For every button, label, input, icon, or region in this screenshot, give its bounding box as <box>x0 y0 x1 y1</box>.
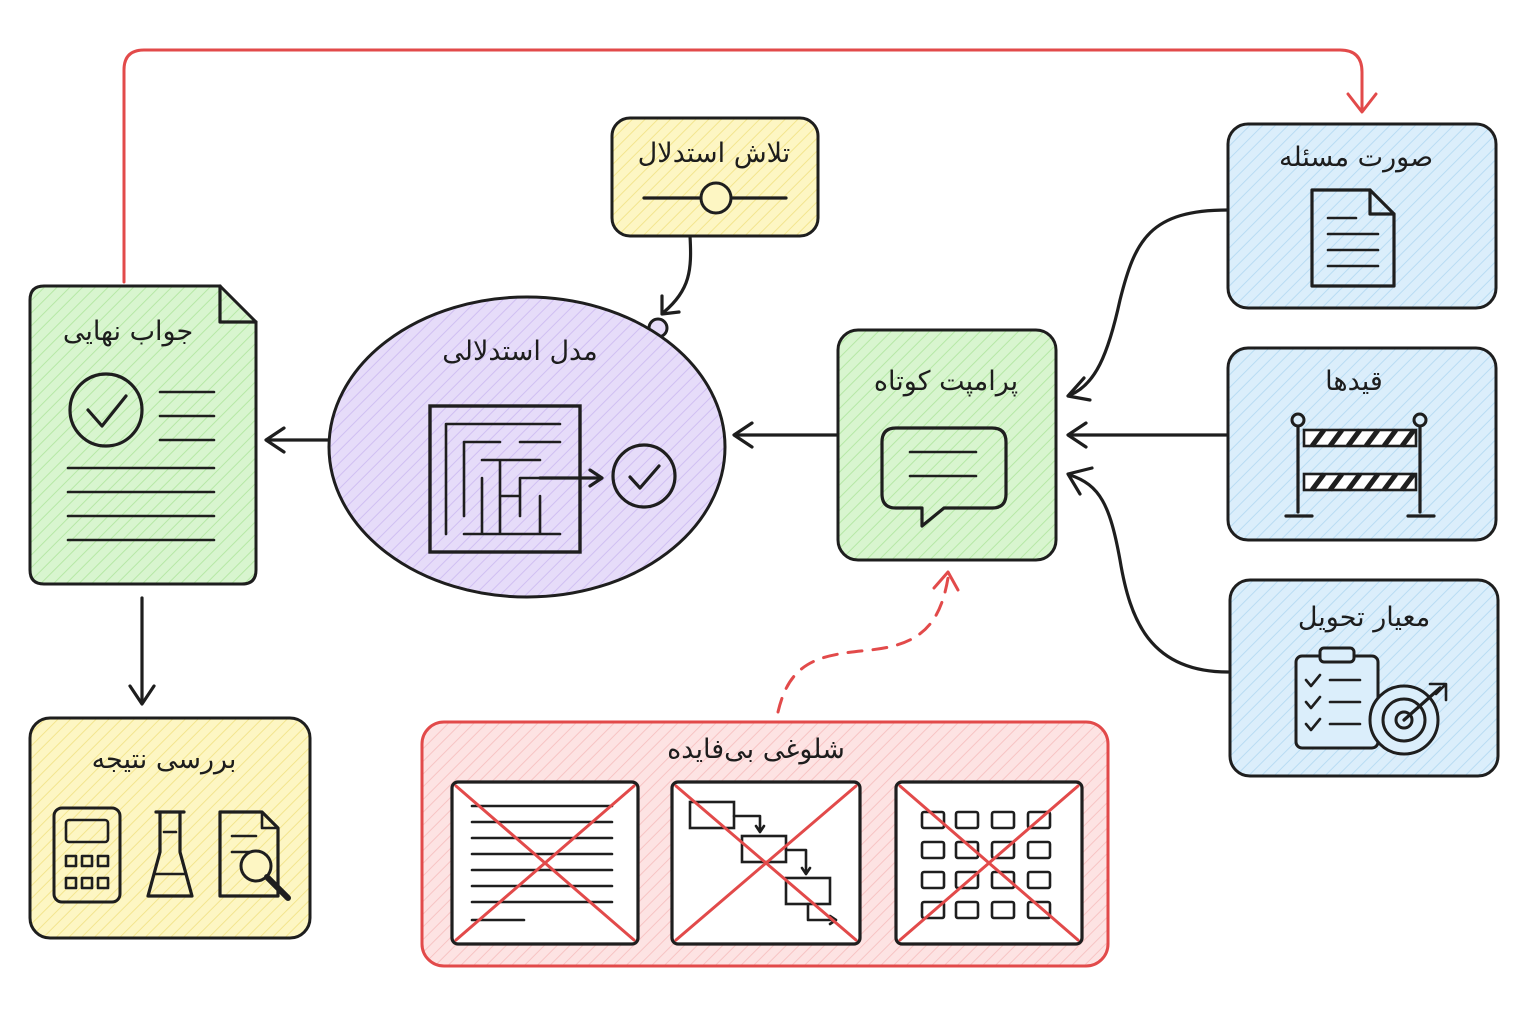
crossed-flowchart-icon <box>670 780 862 946</box>
arrowhead-problem <box>1066 376 1092 402</box>
arrowhead-model <box>264 426 286 454</box>
arrowhead-criteria <box>1066 466 1094 496</box>
arrowhead-constraints <box>1066 421 1088 449</box>
flask-icon <box>146 810 194 898</box>
node-delivery-criteria: معیار تحویل <box>1228 578 1500 778</box>
arrowhead-effort <box>660 294 681 316</box>
crossed-grid-icon <box>894 780 1084 946</box>
arrow-problem-to-prompt <box>1068 208 1230 397</box>
node-problem-statement: صورت مسئله <box>1226 122 1498 310</box>
arrowhead-prompt <box>732 421 754 449</box>
prompt-label: پرامپت کوتاه <box>874 366 1018 397</box>
clutter-label: شلوغی بی‌فایده <box>667 734 845 765</box>
clipboard-target-icon <box>1294 646 1448 756</box>
model-label: مدل استدلالی <box>442 336 597 367</box>
node-final-answer: جواب نهایی <box>28 284 258 586</box>
arrow-clutter-to-prompt <box>776 576 950 714</box>
feedback-arrow <box>122 48 1364 284</box>
node-constraints: قیدها <box>1226 346 1498 542</box>
feedback-arrowhead <box>1346 92 1378 114</box>
criteria-label: معیار تحویل <box>1298 602 1430 633</box>
check-label: بررسی نتیجه <box>92 744 237 775</box>
problem-label: صورت مسئله <box>1279 142 1433 173</box>
arrowhead-answer <box>128 684 156 706</box>
barrier-icon <box>1284 412 1436 518</box>
calculator-icon <box>52 806 122 904</box>
node-reasoning-effort: تلاش استدلال <box>610 116 820 238</box>
answer-document-icon <box>66 372 216 542</box>
effort-label: تلاش استدلال <box>638 138 791 169</box>
crossed-text-icon <box>450 780 640 946</box>
connectors <box>122 48 1378 714</box>
document-search-icon <box>218 810 291 901</box>
node-useless-clutter: شلوغی بی‌فایده <box>420 720 1110 968</box>
answer-label: جواب نهایی <box>63 316 193 347</box>
arrowhead-clutter <box>932 570 960 592</box>
maze-check-icon <box>428 404 677 554</box>
arrow-effort-to-model <box>662 234 693 314</box>
node-reasoning-model: مدل استدلالی <box>327 295 727 599</box>
constraints-label: قیدها <box>1325 366 1383 397</box>
slider-icon <box>642 181 788 215</box>
chat-bubble-icon <box>880 426 1008 528</box>
node-short-prompt: پرامپت کوتاه <box>836 328 1058 562</box>
document-icon <box>1310 188 1396 288</box>
arrow-criteria-to-prompt <box>1068 473 1230 674</box>
node-check-result: بررسی نتیجه <box>28 716 312 940</box>
